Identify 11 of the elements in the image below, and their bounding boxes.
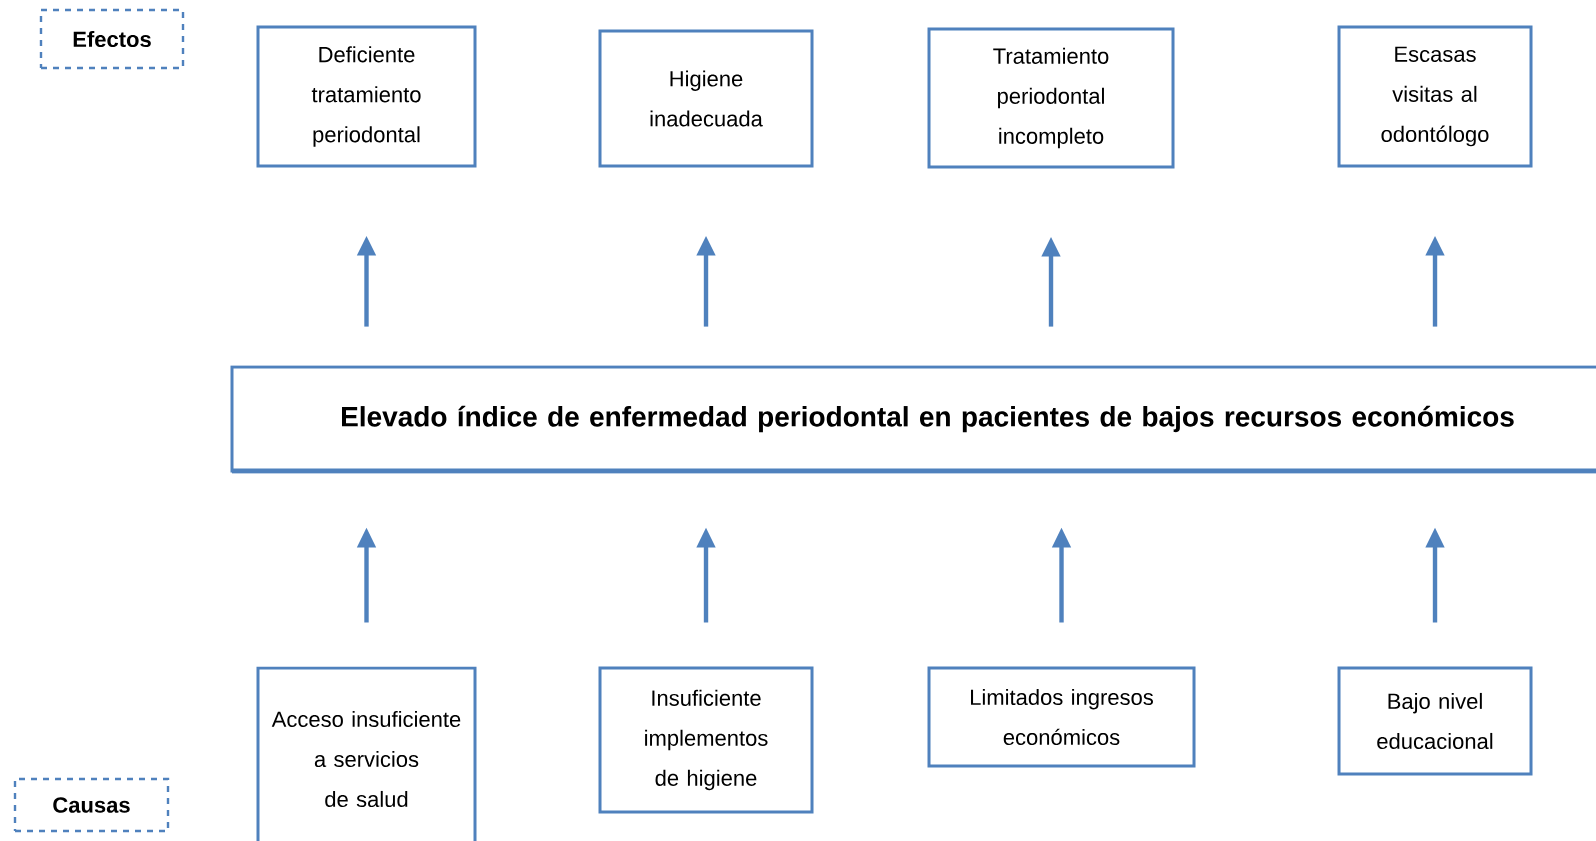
section-label-box: Causas [13,777,170,833]
text-box: Limitados ingresos económicos [927,666,1196,768]
text-box: Higiene inadecuada [598,29,814,168]
text-box: Bajo nivel educacional [1337,666,1533,776]
text-box: Acceso insuficiente a servicios de salud [256,666,477,841]
text-box: Tratamiento periodontal incompleto [927,27,1175,169]
problem-box: Elevado índice de enfermedad periodontal en pacientes de bajos recursos económicos [230,365,1596,474]
text-box: Escasas visitas al odontólogo [1337,25,1533,168]
text-box: Deficiente tratamiento periodontal [256,25,477,168]
text-box: Insuficiente implementos de higiene [598,666,814,814]
section-label-box: Efectos [39,8,185,70]
